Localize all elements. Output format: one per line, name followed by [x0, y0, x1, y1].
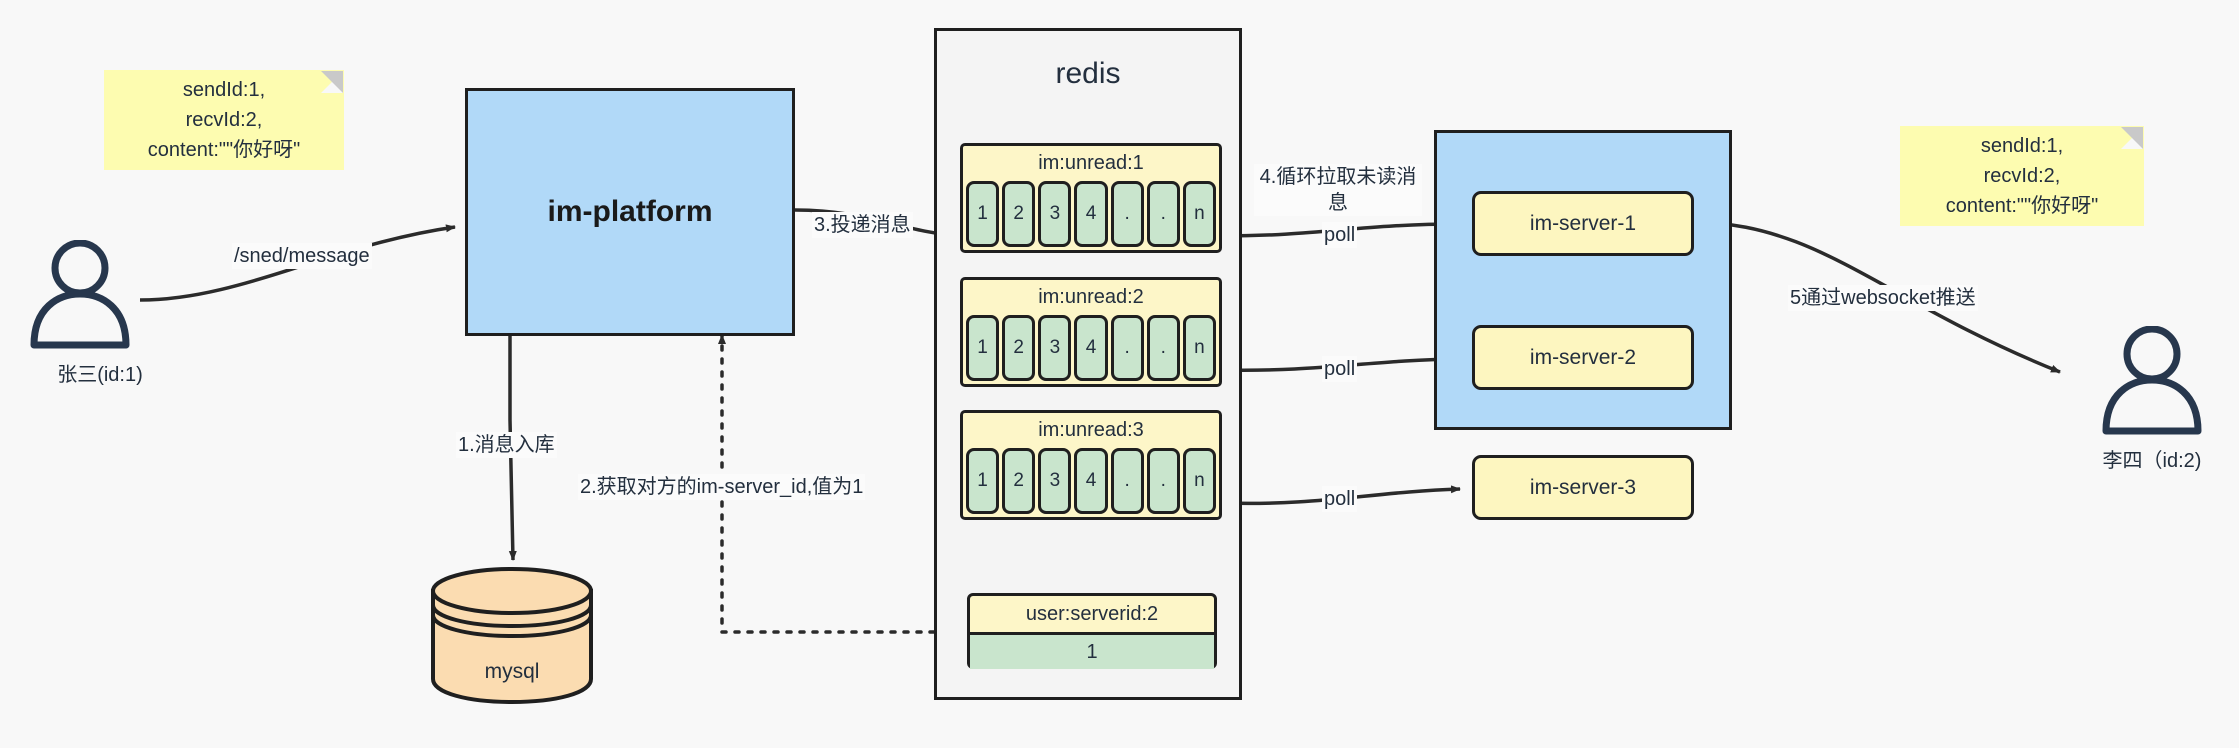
edge-label-step4: 4.循环拉取未读消息: [1254, 164, 1422, 216]
queue-cell: .: [1146, 448, 1180, 514]
queue-cell: 4: [1074, 181, 1108, 247]
queue-cell: .: [1146, 181, 1180, 247]
queue-cell: 2: [1002, 181, 1036, 247]
queue-cell: 3: [1038, 181, 1072, 247]
queue-cell: 4: [1074, 315, 1108, 381]
redis-key-group-0[interactable]: im:unread:1 1 2 3 4 . . n: [960, 143, 1222, 253]
redis-key-label-2: im:unread:3: [1038, 419, 1144, 441]
edge-label-send-message: /sned/message: [232, 243, 372, 269]
sticky-note-left: sendId:1, recvId:2, content:""你好呀": [104, 70, 344, 170]
mysql-label: mysql: [484, 660, 540, 683]
sticky-note-right: sendId:1, recvId:2, content:""你好呀": [1900, 126, 2144, 226]
edge-label-poll-3: poll: [1322, 486, 1358, 512]
redis-kv-user-serverid[interactable]: user:serverid:2 1: [967, 593, 1217, 669]
note-right-line3: content:""你好呀": [1945, 195, 2099, 217]
sender-person-icon: [30, 240, 130, 349]
im-platform-label: im-platform: [547, 195, 713, 228]
queue-cell: .: [1110, 181, 1144, 247]
queue-cell: .: [1110, 448, 1144, 514]
redis-kv-value: 1: [970, 635, 1214, 669]
edge-label-step2: 2.获取对方的im-server_id,值为1: [578, 474, 866, 500]
queue-cell: 4: [1074, 448, 1108, 514]
redis-title: redis: [1055, 57, 1121, 90]
note-left-line1: sendId:1,: [182, 79, 266, 101]
im-server-1-node[interactable]: im-server-1: [1472, 191, 1694, 256]
queue-cell: 1: [966, 181, 1000, 247]
queue-cell: n: [1182, 315, 1216, 381]
note-right-line2: recvId:2,: [1983, 165, 2061, 187]
redis-queue-cells-1: 1 2 3 4 . . n: [966, 315, 1216, 381]
redis-queue-cells-0: 1 2 3 4 . . n: [966, 181, 1216, 247]
redis-container: redis im:unread:1 1 2 3 4 . . n im:unrea…: [934, 28, 1242, 700]
queue-cell: 2: [1002, 315, 1036, 381]
queue-cell: 1: [966, 448, 1000, 514]
queue-cell: .: [1110, 315, 1144, 381]
sender-label: 张三(id:1): [57, 364, 143, 386]
queue-cell: n: [1182, 181, 1216, 247]
edge-label-step3: 3.投递消息: [812, 212, 913, 238]
mysql-database-icon[interactable]: [428, 565, 596, 705]
note-left-line2: recvId:2,: [185, 109, 263, 131]
redis-key-group-2[interactable]: im:unread:3 1 2 3 4 . . n: [960, 410, 1222, 520]
queue-cell: 3: [1038, 448, 1072, 514]
edge-label-poll-2: poll: [1322, 356, 1358, 382]
queue-cell: n: [1182, 448, 1216, 514]
queue-cell: .: [1146, 315, 1180, 381]
im-server-2-node[interactable]: im-server-2: [1472, 325, 1694, 390]
redis-kv-key: user:serverid:2: [970, 596, 1214, 635]
queue-cell: 3: [1038, 315, 1072, 381]
im-server-3-node[interactable]: im-server-3: [1472, 455, 1694, 520]
edge-label-step1: 1.消息入库: [456, 432, 557, 458]
note-left-line3: content:""你好呀": [147, 139, 301, 161]
queue-cell: 2: [1002, 448, 1036, 514]
receiver-label: 李四（id:2): [2102, 450, 2202, 472]
redis-key-group-1[interactable]: im:unread:2 1 2 3 4 . . n: [960, 277, 1222, 387]
note-right-line1: sendId:1,: [1980, 135, 2064, 157]
edge-label-poll-1: poll: [1322, 222, 1358, 248]
edge-label-step5: 5通过websocket推送: [1788, 285, 1978, 311]
redis-key-label-1: im:unread:2: [1038, 286, 1144, 308]
redis-queue-cells-2: 1 2 3 4 . . n: [966, 448, 1216, 514]
im-platform-node[interactable]: im-platform: [465, 88, 795, 336]
redis-key-label-0: im:unread:1: [1038, 152, 1144, 174]
queue-cell: 1: [966, 315, 1000, 381]
receiver-person-icon: [2102, 326, 2202, 435]
